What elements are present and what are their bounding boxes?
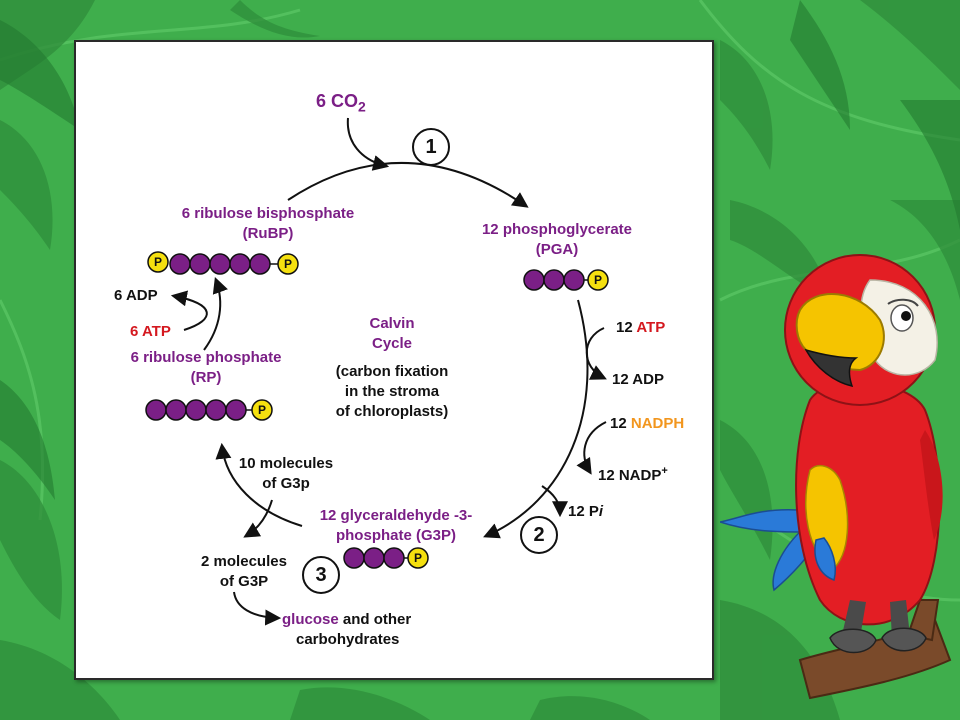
step-1-marker: 1 [412, 128, 450, 166]
arrow-rubp-to-pga [287, 161, 529, 208]
phosphate-label: P [593, 273, 602, 287]
co2-label: 6 CO2 [316, 91, 366, 115]
left-atp-adp-arrow [170, 290, 208, 331]
center-description-line2: in the stroma [344, 383, 440, 400]
ten-g3p-label: 10 molecules [238, 455, 334, 472]
center-title-line2: Cycle [371, 335, 413, 352]
parrot-illustration [720, 254, 952, 700]
calvin-cycle-panel: P P P P P 6 CO2 1 2 3 12 phosphoglycerat… [74, 40, 714, 680]
pga-abbreviation: (PGA) [535, 241, 579, 258]
pga-molecule [523, 269, 609, 291]
two-g3p-label: 2 molecules [201, 553, 287, 570]
glucose-label: glucose and other [282, 611, 412, 628]
g3p-molecule [343, 547, 429, 569]
cycle-diagram-graphics [145, 117, 609, 626]
center-description: (carbon fixation [335, 363, 449, 380]
arrow-to-two-g3p [243, 499, 273, 538]
two-g3p-label-line2: of G3P [219, 573, 269, 590]
adp-output-label: 12 ADP [612, 371, 664, 388]
nadph-nadp-arrow [576, 421, 607, 475]
rubp-abbreviation: (RuBP) [242, 225, 294, 242]
phosphate-label: P [283, 257, 292, 271]
carbohydrates-label: carbohydrates [296, 631, 400, 648]
atp-left-label: 6 ATP [130, 323, 171, 340]
arrow-g3p-to-rp [215, 442, 303, 527]
arrow-pga-to-g3p [483, 299, 589, 539]
adp-left-label: 6 ADP [114, 287, 158, 304]
rp-label: 6 ribulose phosphate [130, 349, 282, 366]
nadph-input-label: 12 NADPH [610, 415, 685, 432]
pi-arrow [541, 485, 568, 518]
phosphate-label: P [257, 403, 266, 417]
co2-entry-arrow [346, 117, 390, 171]
step-2-marker: 2 [520, 516, 558, 554]
rubp-molecule [147, 251, 299, 275]
phosphate-label: P [413, 551, 422, 565]
step-3-marker: 3 [302, 556, 340, 594]
pi-output-label: 12 Pi [568, 503, 604, 520]
rp-abbreviation: (RP) [190, 369, 222, 386]
ten-g3p-label-line2: of G3p [262, 475, 310, 492]
g3p-label-line2: phosphate (G3P) [335, 527, 456, 544]
rubp-label: 6 ribulose bisphosphate [181, 205, 355, 222]
center-title: Calvin [369, 315, 415, 332]
pga-label: 12 phosphoglycerate [481, 221, 633, 238]
arrow-rp-to-rubp [203, 276, 228, 351]
g3p-label: 12 glyceraldehyde -3- [319, 507, 473, 524]
rp-molecule [145, 399, 273, 421]
nadp-output-label: 12 NADP+ [598, 465, 668, 484]
atp-input-label: 12 ATP [616, 319, 666, 336]
phosphate-label: P [153, 255, 162, 269]
atp-adp-arrow [585, 327, 607, 380]
arrow-to-glucose [233, 591, 282, 626]
center-description-line3: of chloroplasts) [335, 403, 449, 420]
